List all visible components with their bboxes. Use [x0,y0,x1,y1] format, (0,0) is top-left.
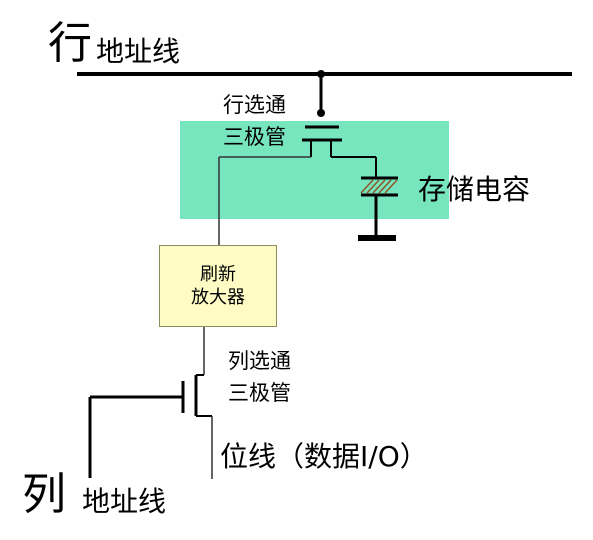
row-address-label: 地址线 [96,35,181,68]
bit-line-label: 位线（数据I/O） [220,440,428,473]
capacitor-dielectric-hatch [360,179,398,194]
row-transistor-label-line1: 行选通 [223,93,286,117]
row-transistor-label-line2: 三极管 [223,125,286,149]
row-address-char: 行 [48,18,92,69]
amplifier-label-line2: 放大器 [191,287,245,308]
column-address-char: 列 [22,469,66,520]
column-transistor-label-line1: 列选通 [228,349,291,373]
amplifier-label-line1: 刷新 [200,264,236,285]
row-gate-terminal [317,109,325,117]
column-transistor-label-line2: 三极管 [228,381,291,405]
column-address-label: 地址线 [82,485,167,518]
refresh-amplifier-box: 刷新 放大器 [159,245,277,327]
storage-cell-region [180,121,449,219]
capacitor-label: 存储电容 [418,173,531,206]
